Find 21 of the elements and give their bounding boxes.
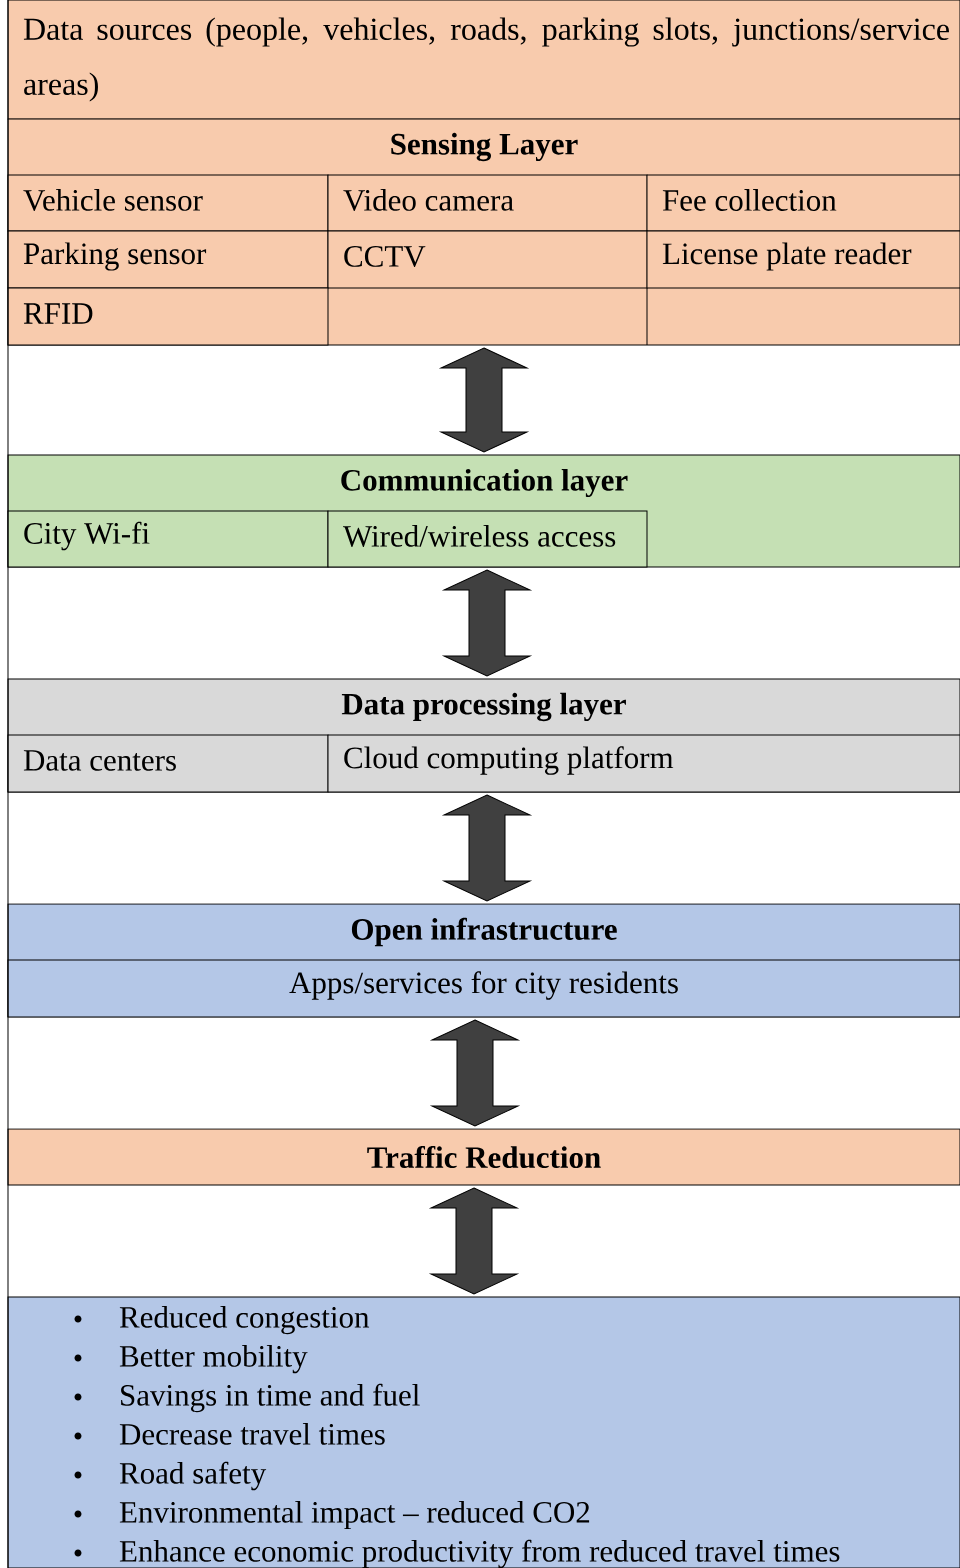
table-cell: City Wi-fi bbox=[7, 510, 329, 568]
table-cell: Parking sensor bbox=[7, 230, 329, 289]
table-cell: CCTV bbox=[327, 230, 648, 289]
table-cell: Video camera bbox=[327, 174, 648, 232]
layer-panel: Traffic Reduction bbox=[7, 1128, 960, 1186]
table-cell: Data sources (people, vehicles, roads, parking slots, junctions/service areas) bbox=[7, 0, 960, 120]
double-arrow bbox=[443, 794, 531, 902]
table-cell: Cloud computing platform bbox=[327, 734, 960, 793]
double-arrow bbox=[430, 1187, 518, 1295]
double-arrow bbox=[443, 569, 531, 677]
table-cell: Vehicle sensor bbox=[7, 174, 329, 232]
node-label: Fee collection bbox=[662, 189, 837, 211]
table-cell: Apps/services for city residents bbox=[7, 959, 960, 1018]
table-cell: RFID bbox=[7, 287, 329, 346]
double-arrow bbox=[431, 1019, 519, 1127]
double-arrow bbox=[440, 347, 528, 453]
table-cell: Data centers bbox=[7, 734, 329, 793]
table-cell: License plate reader bbox=[646, 230, 960, 289]
table-cell: Fee collection bbox=[646, 174, 960, 232]
benefits-box: Reduced congestion Better mobility Savings in time and fuel Decrease travel times Road safety Environmental impact – reduced CO2 Enhance economic productivity from reduced travel times bbox=[7, 1296, 960, 1568]
table-cell: Wired/wireless access bbox=[327, 510, 648, 568]
